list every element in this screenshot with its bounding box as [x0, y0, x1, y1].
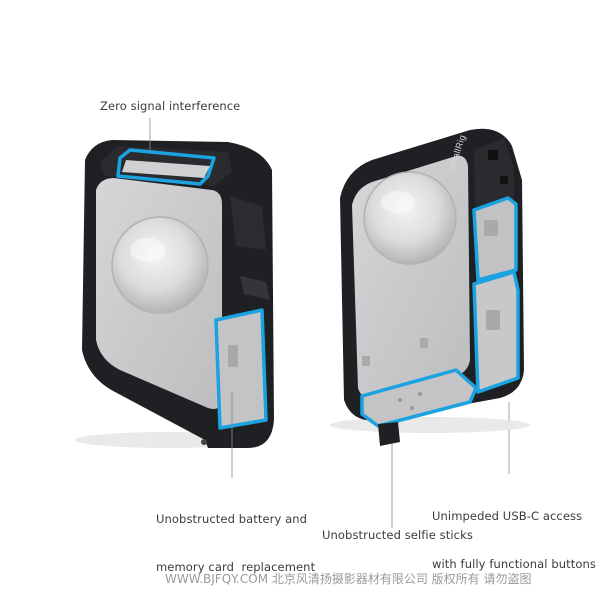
callout-usb-line1: Unimpeded USB-C access: [432, 509, 583, 523]
left-cage: [75, 140, 274, 448]
callout-usb-line2: with fully functional buttons: [432, 557, 596, 571]
callout-usb: Unimpeded USB-C access with fully functi…: [432, 476, 596, 600]
callout-battery-line2: memory card replacement: [156, 560, 316, 574]
callout-battery-line1: Unobstructed battery and: [156, 512, 308, 526]
callout-battery: Unobstructed battery and memory card rep…: [156, 479, 315, 600]
callout-signal: Zero signal interference: [100, 99, 241, 113]
watermark-text: WWW.BJFQY.COM 北京风清扬摄影器材有限公司 版权所有 请勿盗图: [165, 572, 532, 586]
callout-selfie: Unobstructed selfie sticks: [322, 528, 473, 542]
right-cage: [330, 128, 530, 446]
